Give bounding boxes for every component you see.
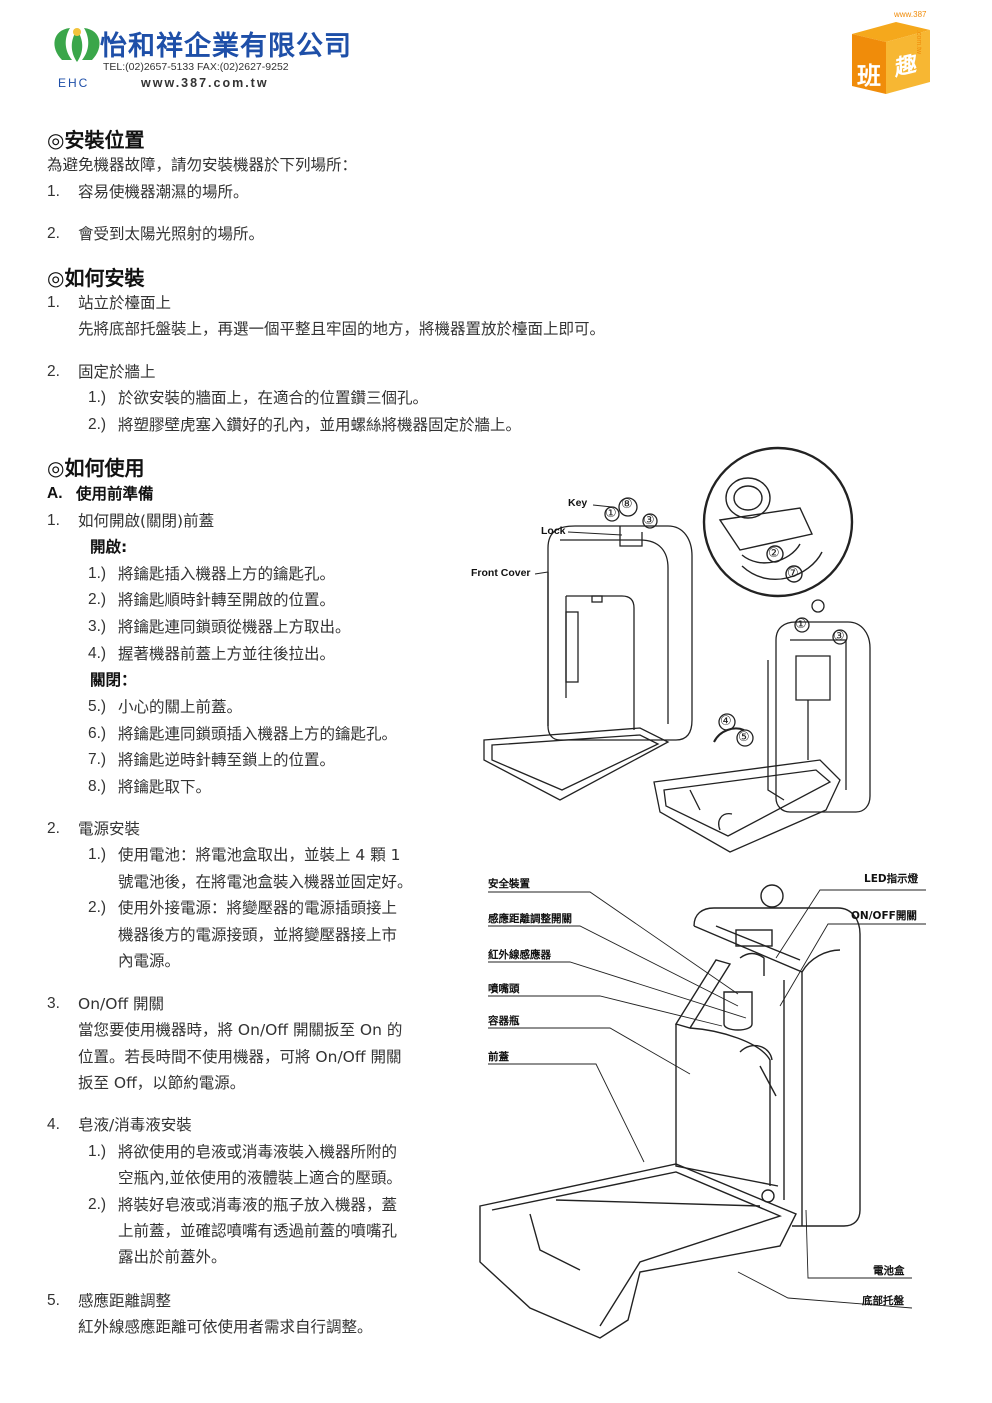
list-item-desc: 先將底部托盤裝上，再選一個平整且牢固的地方，將機器置放於檯面上即可。 bbox=[78, 320, 606, 338]
company-website: www.387.com.tw bbox=[141, 76, 269, 90]
label-sensor-adjust: 感應距離調整開關 bbox=[488, 913, 572, 925]
label-key: Key bbox=[568, 497, 588, 509]
step-marker-4: ④ bbox=[720, 714, 732, 729]
sub-item: 將鑰匙取下。 bbox=[118, 778, 212, 796]
key-lock-detail-diagram bbox=[702, 446, 854, 598]
sub-item: 將鑰匙順時針轉至開啟的位置。 bbox=[118, 591, 336, 609]
list-item: 感應距離調整 bbox=[78, 1292, 172, 1310]
sub-item-line: 將裝好皂液或消毒液的瓶子放入機器，蓋 bbox=[118, 1196, 398, 1214]
list-item: 固定於牆上 bbox=[78, 363, 156, 381]
close-label: 關閉： bbox=[90, 671, 137, 689]
sub-heading: 使用前準備 bbox=[76, 485, 154, 503]
step-marker-3: ③ bbox=[643, 513, 655, 528]
list-item-desc: 紅外線感應距離可依使用者需求自行調整。 bbox=[78, 1318, 373, 1336]
sub-number: 8.) bbox=[88, 778, 107, 795]
list-number: 2. bbox=[47, 363, 60, 380]
list-number: 2. bbox=[47, 225, 60, 242]
step-marker-8: ⑧ bbox=[621, 497, 633, 512]
label-battery-box: 電池盒 bbox=[873, 1265, 905, 1277]
list-item: 容易使機器潮濕的場所。 bbox=[78, 183, 249, 201]
list-item: On/Off 開關 bbox=[78, 995, 165, 1013]
section-title-install: ◎如何安裝 bbox=[47, 266, 145, 290]
sub-item-line: 露出於前蓋外。 bbox=[118, 1248, 227, 1266]
sub-item: 將塑膠壁虎塞入鑽好的孔內，並用螺絲將機器固定於牆上。 bbox=[118, 416, 522, 434]
label-led: LED指示燈 bbox=[864, 873, 919, 885]
list-number: 3. bbox=[47, 995, 60, 1012]
location-intro: 為避免機器故障，請勿安裝機器於下列場所： bbox=[47, 156, 358, 174]
list-item-desc: 扳至 Off，以節約電源。 bbox=[78, 1074, 246, 1092]
list-item: 皂液/消毒液安裝 bbox=[78, 1116, 192, 1134]
sub-item: 小心的關上前蓋。 bbox=[118, 698, 243, 716]
list-item-desc: 位置。若長時間不使用機器，可將 On/Off 開關 bbox=[78, 1048, 402, 1066]
badge-char-1: 班 bbox=[857, 62, 881, 90]
sub-number: 6.) bbox=[88, 725, 107, 742]
sub-item-line: 上前蓋，並確認噴嘴有透過前蓋的噴嘴孔 bbox=[118, 1222, 398, 1240]
list-number: 1. bbox=[47, 512, 60, 529]
open-label: 開啟: bbox=[90, 538, 128, 556]
step-marker-3b: ③ bbox=[833, 629, 845, 644]
sub-number: 2.) bbox=[88, 591, 107, 608]
sub-number: 1.) bbox=[88, 1143, 107, 1160]
label-safety-device: 安全裝置 bbox=[488, 878, 530, 890]
step-marker-7: ⑦ bbox=[787, 566, 799, 581]
company-name: 怡和祥企業有限公司 bbox=[100, 31, 352, 62]
list-number: 1. bbox=[47, 294, 60, 311]
sub-item-line: 使用外接電源：將變壓器的電源插頭接上 bbox=[118, 899, 398, 917]
label-lock: Lock bbox=[541, 525, 566, 537]
company-abbr: EHC bbox=[58, 76, 90, 90]
sub-number: 1.) bbox=[88, 389, 107, 406]
sub-item-line: 內電源。 bbox=[118, 952, 181, 970]
sub-item-line: 使用電池：將電池盒取出，並裝上 4 顆 1 bbox=[118, 846, 401, 864]
list-item: 會受到太陽光照射的場所。 bbox=[78, 225, 265, 243]
step-marker-2: ② bbox=[768, 546, 780, 561]
sub-item: 將鑰匙連同鎖頭從機器上方取出。 bbox=[118, 618, 351, 636]
sub-number: 1.) bbox=[88, 565, 107, 582]
label-ir-sensor: 紅外線感應器 bbox=[488, 949, 551, 961]
sub-number: 3.) bbox=[88, 618, 107, 635]
label-onoff: ON/OFF開關 bbox=[851, 910, 917, 922]
sub-number: 2.) bbox=[88, 416, 107, 433]
sub-item-line: 號電池後，在將電池盒裝入機器並固定好。 bbox=[118, 873, 413, 891]
sub-number: 2.) bbox=[88, 1196, 107, 1213]
sub-item: 握著機器前蓋上方並往後拉出。 bbox=[118, 645, 336, 663]
step-marker-5: ⑤ bbox=[738, 730, 750, 745]
sub-item: 將鑰匙插入機器上方的鑰匙孔。 bbox=[118, 565, 336, 583]
dispenser-front-diagram bbox=[483, 497, 693, 801]
list-item-desc: 當您要使用機器時，將 On/Off 開關扳至 On 的 bbox=[78, 1021, 403, 1039]
label-bottom-tray: 底部托盤 bbox=[862, 1295, 904, 1307]
sub-item: 將鑰匙連同鎖頭插入機器上方的鑰匙孔。 bbox=[118, 725, 398, 743]
step-marker-1: ① bbox=[605, 506, 617, 521]
list-item: 站立於檯面上 bbox=[78, 294, 172, 312]
list-item: 電源安裝 bbox=[78, 820, 141, 838]
section-title-usage: ◎如何使用 bbox=[47, 456, 145, 480]
list-number: 1. bbox=[47, 183, 60, 200]
section-title-location: ◎安裝位置 bbox=[47, 128, 145, 152]
company-tel-fax: TEL:(02)2657-5133 FAX:(02)2627-9252 bbox=[103, 61, 289, 73]
label-front-cover-cn: 前蓋 bbox=[488, 1051, 509, 1063]
label-nozzle: 噴嘴頭 bbox=[488, 983, 520, 995]
sub-item-line: 機器後方的電源接頭，並將變壓器接上市 bbox=[118, 926, 398, 944]
sub-number: 2.) bbox=[88, 899, 107, 916]
sub-heading-letter: A. bbox=[47, 485, 63, 502]
badge-url-top: www.387 bbox=[894, 10, 927, 19]
list-number: 5. bbox=[47, 1292, 60, 1309]
sub-item-line: 將欲使用的皂液或消毒液裝入機器所附的 bbox=[118, 1143, 398, 1161]
list-item: 如何開啟(關閉)前蓋 bbox=[78, 512, 215, 530]
ehc-leaf-logo-icon bbox=[54, 28, 100, 62]
list-number: 2. bbox=[47, 820, 60, 837]
badge-char-2: 趣 bbox=[895, 51, 918, 82]
label-front-cover: Front Cover bbox=[471, 567, 531, 579]
label-bottle: 容器瓶 bbox=[488, 1015, 520, 1027]
list-number: 4. bbox=[47, 1116, 60, 1133]
sub-number: 1.) bbox=[88, 846, 107, 863]
sub-number: 4.) bbox=[88, 645, 107, 662]
sub-item-line: 空瓶內,並依使用的液體裝上適合的壓頭。 bbox=[118, 1169, 402, 1187]
step-marker-1b: ① bbox=[795, 617, 807, 632]
sub-number: 7.) bbox=[88, 751, 107, 768]
diagram-leader-lines bbox=[488, 889, 926, 1309]
sub-item: 將鑰匙逆時針轉至鎖上的位置。 bbox=[118, 751, 336, 769]
sub-number: 5.) bbox=[88, 698, 107, 715]
sub-item: 於欲安裝的牆面上，在適合的位置鑽三個孔。 bbox=[118, 389, 429, 407]
